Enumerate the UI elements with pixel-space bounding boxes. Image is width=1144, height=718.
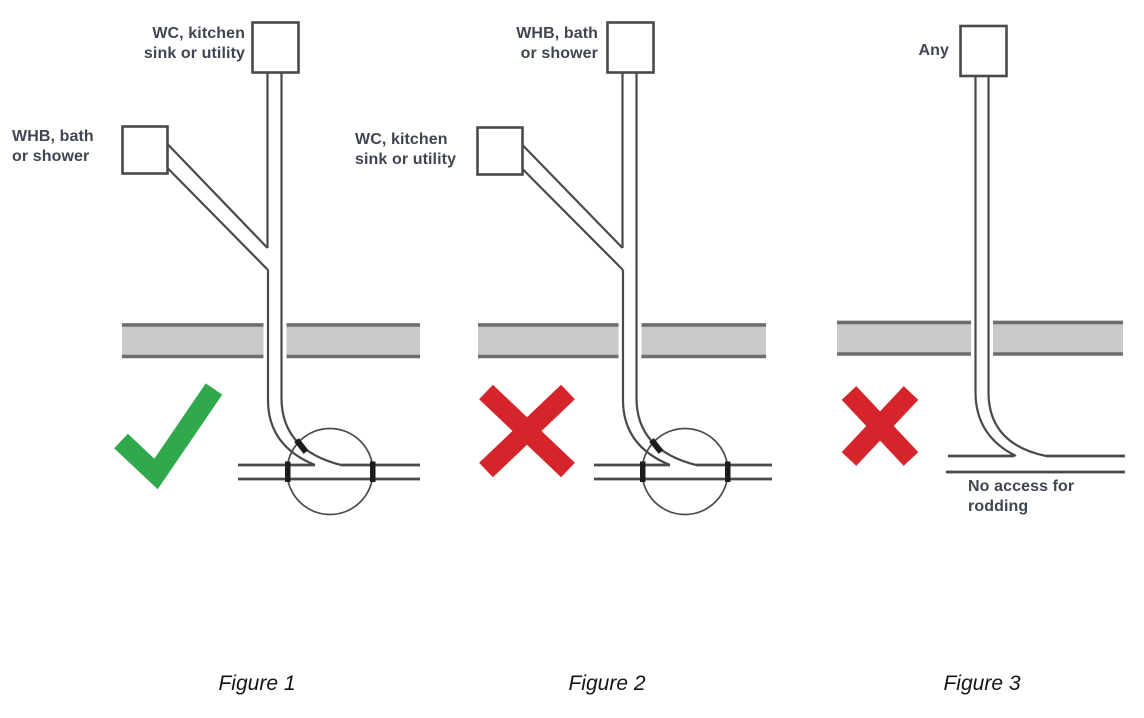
figure-2-caption: Figure 2	[568, 672, 646, 695]
stack-appliance-box	[959, 24, 1008, 78]
figure-3-diagram	[837, 24, 1125, 474]
drain-pipe	[946, 454, 1125, 474]
figure-3-rodding-note: No access for rodding	[968, 478, 1075, 515]
slab-pipe-opening	[971, 315, 993, 360]
soil-stack-pipe	[974, 76, 1047, 458]
figure-1-caption: Figure 1	[218, 672, 296, 695]
chamber-junction-ticks	[285, 461, 376, 482]
stack-appliance-box	[606, 21, 655, 74]
branch-pipe	[166, 143, 269, 271]
ground-slab	[837, 315, 1123, 360]
figure-3-caption: Figure 3	[943, 672, 1021, 695]
figure-1-branch-label: WHB, bath or shower	[12, 128, 94, 165]
cross-icon	[841, 386, 919, 466]
figure-2-stack-label: WHB, bath or shower	[516, 25, 598, 62]
chamber-junction-ticks	[640, 461, 731, 482]
figure-3-stack-label: Any	[918, 42, 949, 59]
figure-2-diagram	[476, 21, 772, 516]
drain-pipe	[238, 463, 420, 481]
pipe-entry-tick	[649, 438, 664, 454]
check-icon	[114, 383, 223, 490]
pipework	[946, 24, 1125, 474]
branch-pipe	[521, 144, 624, 271]
cross-icon	[479, 384, 575, 478]
branch-appliance-box	[121, 125, 169, 175]
branch-appliance-box	[476, 126, 524, 176]
stack-appliance-box	[251, 21, 300, 74]
drain-pipe	[594, 463, 772, 481]
ground-slab	[122, 318, 420, 363]
figure-1-stack-label: WC, kitchen sink or utility	[143, 25, 245, 62]
pipework	[476, 21, 772, 516]
figure-1-diagram	[114, 21, 420, 516]
pipe-entry-tick	[294, 438, 309, 454]
soil-stack-pipe	[266, 72, 342, 467]
figure-2-branch-label: WC, kitchen sink or utility	[355, 131, 457, 168]
pipework	[121, 21, 420, 516]
soil-stack-pipe	[621, 72, 697, 467]
